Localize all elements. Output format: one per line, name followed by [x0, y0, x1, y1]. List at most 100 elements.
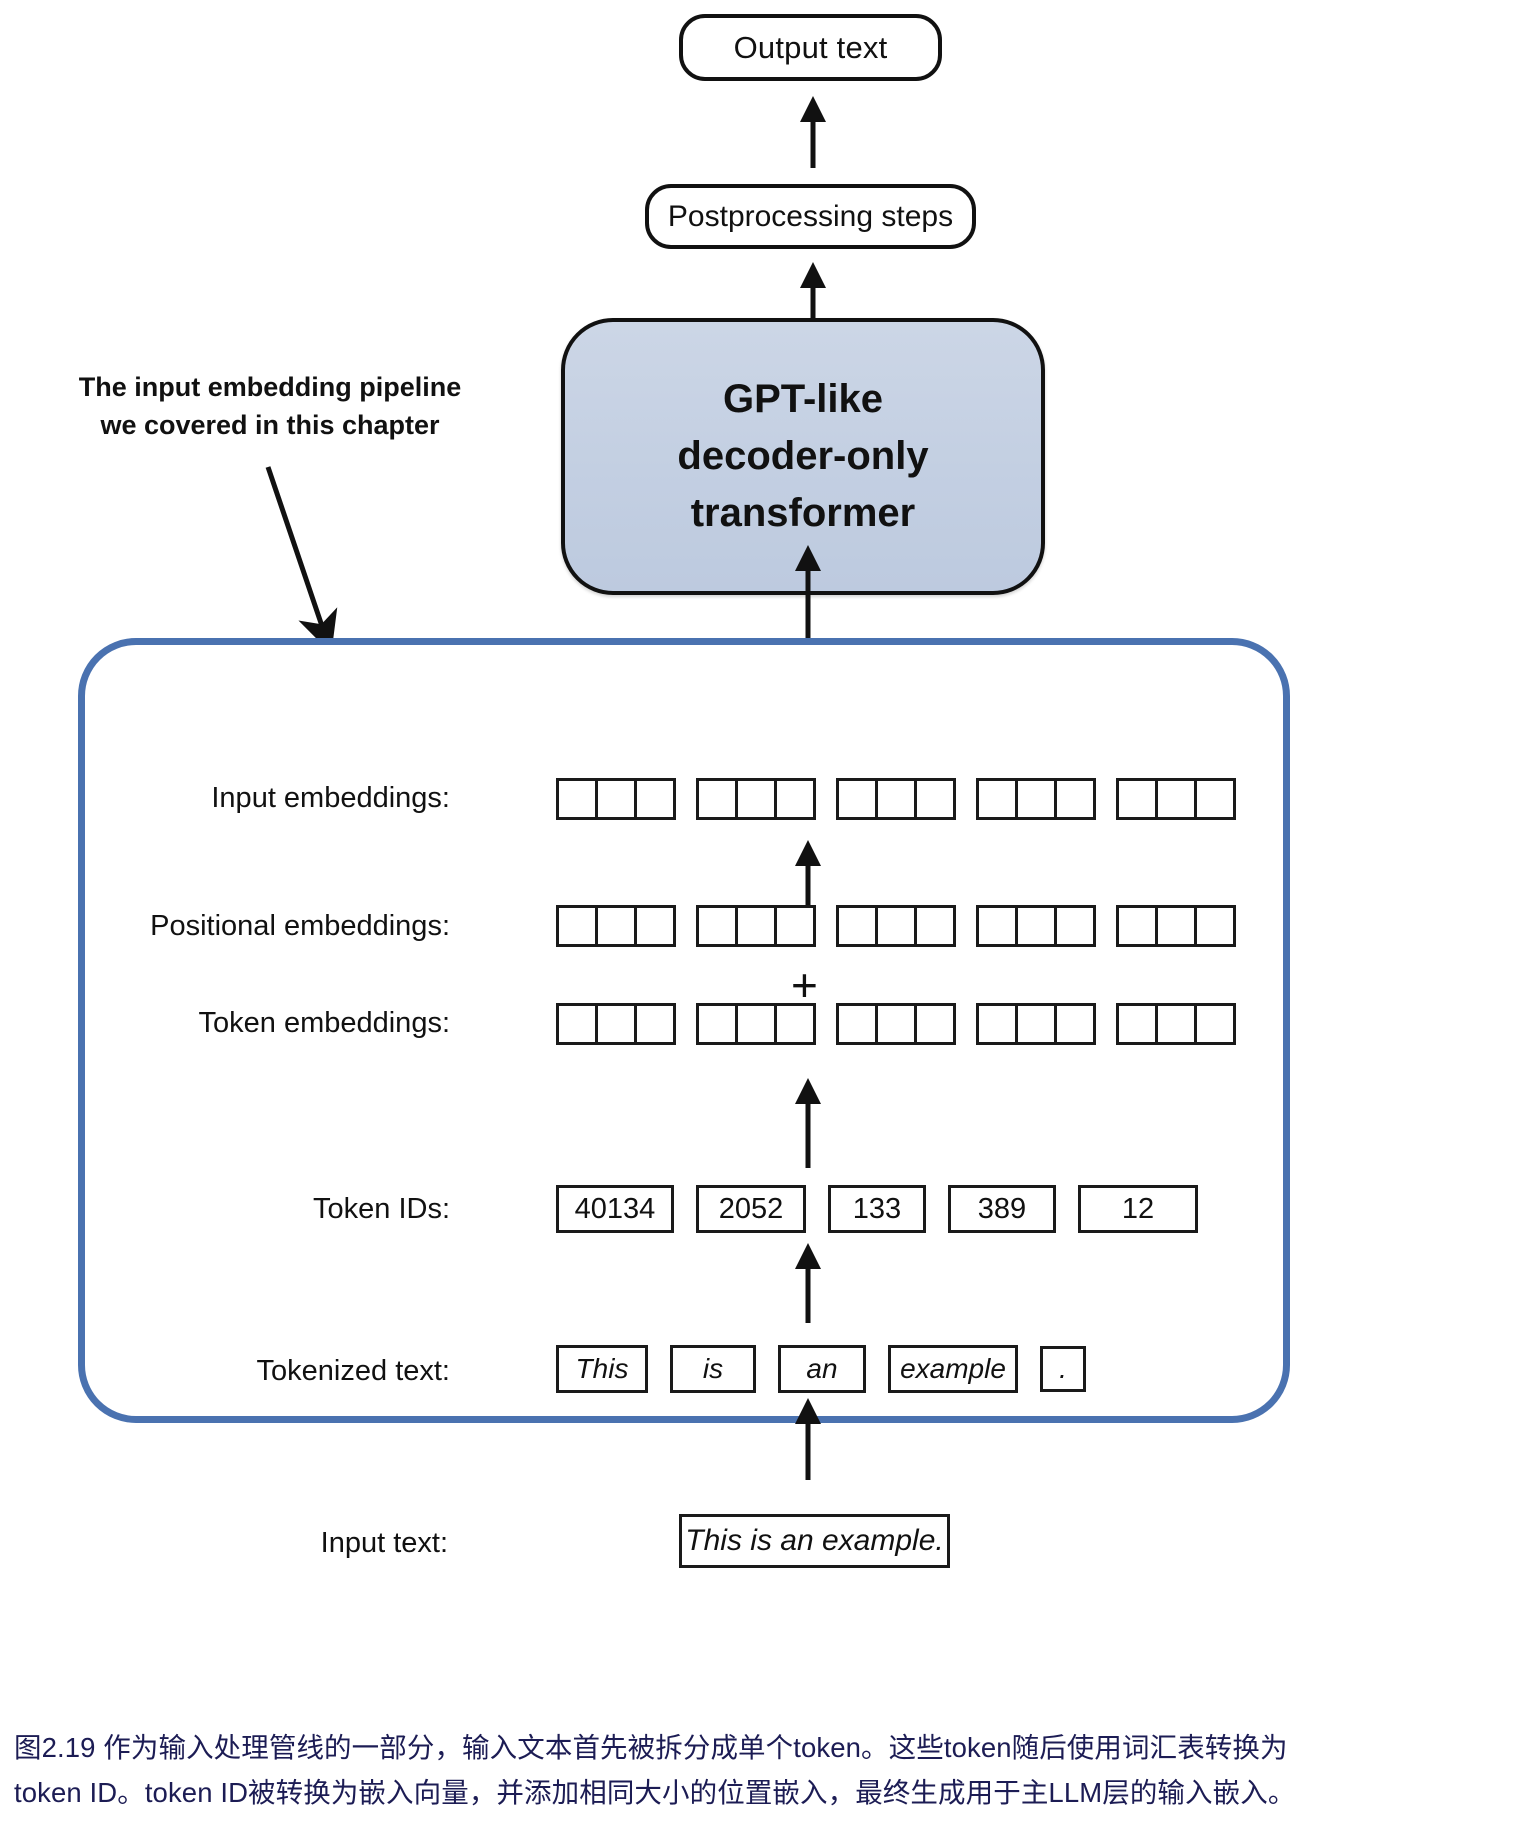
- positional-embeddings-label: Positional embeddings:: [150, 910, 450, 942]
- input-text-box: This is an example.: [679, 1514, 950, 1568]
- arrow-transformer-to-postprocessing: [800, 262, 826, 322]
- embedding-cell: [1155, 1003, 1197, 1045]
- arrow-embeddings-to-transformer: [795, 545, 821, 655]
- embedding-vector-group: [836, 905, 956, 947]
- embedding-cell: [595, 1003, 637, 1045]
- embedding-vector-group: [696, 905, 816, 947]
- embedding-cell: [914, 778, 956, 820]
- embedding-cell: [634, 778, 676, 820]
- embedding-cell: [976, 778, 1018, 820]
- figure-caption: 图2.19 作为输入处理管线的一部分，输入文本首先被拆分成单个token。这些t…: [14, 1726, 1504, 1815]
- embedding-cell: [914, 905, 956, 947]
- arrow-tokenids-to-tokenembeddings: [795, 1078, 821, 1168]
- embedding-vector-group: [696, 1003, 816, 1045]
- tokenized-text-box: an: [778, 1345, 866, 1393]
- arrow-inputtext-to-tokenized: [795, 1398, 821, 1480]
- embedding-vector-group: [976, 905, 1096, 947]
- plus-operator: +: [791, 959, 818, 1011]
- postprocessing-steps-label: Postprocessing steps: [667, 199, 954, 233]
- embedding-cell: [1116, 905, 1158, 947]
- tokenized-text-box: .: [1040, 1346, 1086, 1392]
- figure-caption-line1: 图2.19 作为输入处理管线的一部分，输入文本首先被拆分成单个token。这些t…: [14, 1732, 1288, 1763]
- embedding-cell: [1054, 1003, 1096, 1045]
- embedding-cell: [634, 1003, 676, 1045]
- embedding-cell: [1194, 905, 1236, 947]
- annotation-pointer-arrow: [265, 466, 338, 654]
- embedding-vector-group: [1116, 905, 1236, 947]
- positional-embeddings-cells: [556, 905, 1236, 947]
- embedding-cell: [1155, 905, 1197, 947]
- postprocessing-steps-box: Postprocessing steps: [645, 184, 976, 249]
- transformer-label-line2: decoder-only: [677, 434, 929, 479]
- arrow-tokenized-to-tokenids: [795, 1243, 821, 1323]
- embedding-cell: [735, 905, 777, 947]
- embedding-cell: [914, 1003, 956, 1045]
- embedding-vector-group: [556, 1003, 676, 1045]
- embedding-vector-group: [976, 1003, 1096, 1045]
- transformer-label-line1: GPT-like: [722, 377, 884, 422]
- output-text-box: Output text: [679, 14, 942, 81]
- embedding-cell: [1155, 778, 1197, 820]
- embedding-cell: [1054, 905, 1096, 947]
- figure-caption-line2: token ID。token ID被转换为嵌入向量，并添加相同大小的位置嵌入，最…: [14, 1776, 1296, 1808]
- embedding-cell: [556, 905, 598, 947]
- output-text-label: Output text: [733, 29, 888, 65]
- embedding-cell: [976, 905, 1018, 947]
- embedding-cell: [1116, 778, 1158, 820]
- pipeline-annotation-line1: The input embedding pipeline: [78, 372, 462, 402]
- embedding-vector-group: [556, 778, 676, 820]
- token-id-box: 389: [948, 1185, 1056, 1233]
- token-embeddings-cells: [556, 1003, 1236, 1045]
- embedding-cell: [1015, 905, 1057, 947]
- embedding-cell: [595, 778, 637, 820]
- embedding-cell: [1054, 778, 1096, 820]
- embedding-cell: [836, 1003, 878, 1045]
- embedding-cell: [696, 905, 738, 947]
- embedding-cell: [875, 905, 917, 947]
- embedding-cell: [875, 778, 917, 820]
- embedding-vector-group: [836, 1003, 956, 1045]
- token-id-box: 2052: [696, 1185, 806, 1233]
- embedding-vector-group: [836, 778, 956, 820]
- input-text-label: Input text:: [320, 1527, 448, 1559]
- token-ids-label: Token IDs:: [313, 1193, 450, 1225]
- embedding-cell: [836, 905, 878, 947]
- embedding-cell: [1015, 778, 1057, 820]
- tokenized-text-box: is: [670, 1345, 756, 1393]
- embedding-cell: [595, 905, 637, 947]
- token-ids-boxes: 40134 2052 133 389 12: [556, 1185, 1198, 1233]
- embedding-vector-group: [1116, 778, 1236, 820]
- token-id-box: 40134: [556, 1185, 674, 1233]
- embedding-cell: [556, 778, 598, 820]
- tokenized-text-box: example: [888, 1345, 1018, 1393]
- embedding-cell: [735, 1003, 777, 1045]
- tokenized-text-label: Tokenized text:: [256, 1355, 450, 1387]
- embedding-vector-group: [696, 778, 816, 820]
- embedding-cell: [875, 1003, 917, 1045]
- embedding-cell: [1116, 1003, 1158, 1045]
- transformer-label-line3: transformer: [690, 490, 916, 535]
- arrow-sum-to-input-embeddings: [795, 840, 821, 918]
- embedding-cell: [976, 1003, 1018, 1045]
- token-id-box: 12: [1078, 1185, 1198, 1233]
- embedding-cell: [836, 778, 878, 820]
- embedding-vector-group: [556, 905, 676, 947]
- embedding-cell: [774, 1003, 816, 1045]
- token-id-box: 133: [828, 1185, 926, 1233]
- embedding-cell: [556, 1003, 598, 1045]
- embedding-cell: [1194, 778, 1236, 820]
- embedding-cell: [1194, 1003, 1236, 1045]
- pipeline-annotation: The input embedding pipeline we covered …: [60, 368, 480, 445]
- embedding-vector-group: [1116, 1003, 1236, 1045]
- embedding-cell: [774, 778, 816, 820]
- token-embeddings-label: Token embeddings:: [198, 1007, 451, 1039]
- embedding-cell: [1015, 1003, 1057, 1045]
- embedding-cell: [696, 1003, 738, 1045]
- embedding-cell: [634, 905, 676, 947]
- embedding-cell: [774, 905, 816, 947]
- pipeline-annotation-line2: we covered in this chapter: [100, 410, 440, 441]
- embedding-cell: [735, 778, 777, 820]
- arrow-postprocessing-to-output: [800, 96, 826, 168]
